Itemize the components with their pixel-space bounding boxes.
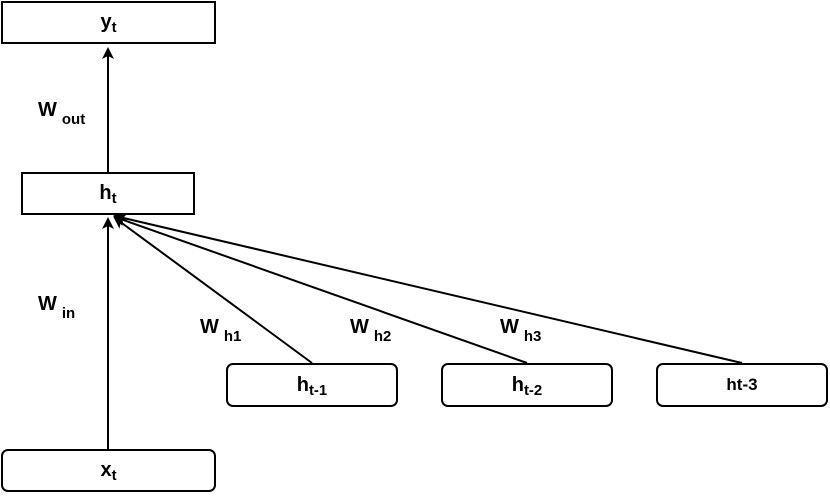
node-h-t2-main: h	[511, 373, 524, 396]
node-y-t-main: y	[100, 11, 112, 33]
node-h-t-sub: t	[111, 190, 117, 207]
node-x-t-main: x	[100, 459, 112, 481]
weight-out-main: W	[38, 99, 57, 121]
node-h-t-minus-3: ht-3	[656, 363, 828, 407]
node-h-t2-sub: t-2	[523, 381, 543, 399]
node-h-t1-main: h	[296, 373, 309, 396]
weight-h3-main: W	[500, 316, 519, 338]
weight-in-sub: in	[61, 305, 76, 322]
weight-h2-sub: h2	[373, 328, 392, 345]
weight-out-sub: out	[61, 111, 86, 128]
edge-ht1-to-h	[113, 216, 313, 364]
edge-ht2-to-h	[113, 214, 528, 364]
weight-h1-sub: h1	[223, 328, 242, 345]
node-h-t-main: h	[99, 182, 112, 204]
node-h-t1-sub: t-1	[308, 381, 328, 399]
weight-h2-main: W	[350, 316, 369, 338]
node-h-t3-label: ht-3	[726, 375, 758, 394]
edge-ht3-to-h	[113, 212, 743, 364]
weight-h1-main: W	[200, 316, 219, 338]
node-x-t-sub: t	[111, 467, 117, 484]
weight-in-main: W	[38, 293, 57, 315]
node-y-t-sub: t	[111, 19, 117, 36]
weight-h3-sub: h3	[523, 328, 542, 345]
